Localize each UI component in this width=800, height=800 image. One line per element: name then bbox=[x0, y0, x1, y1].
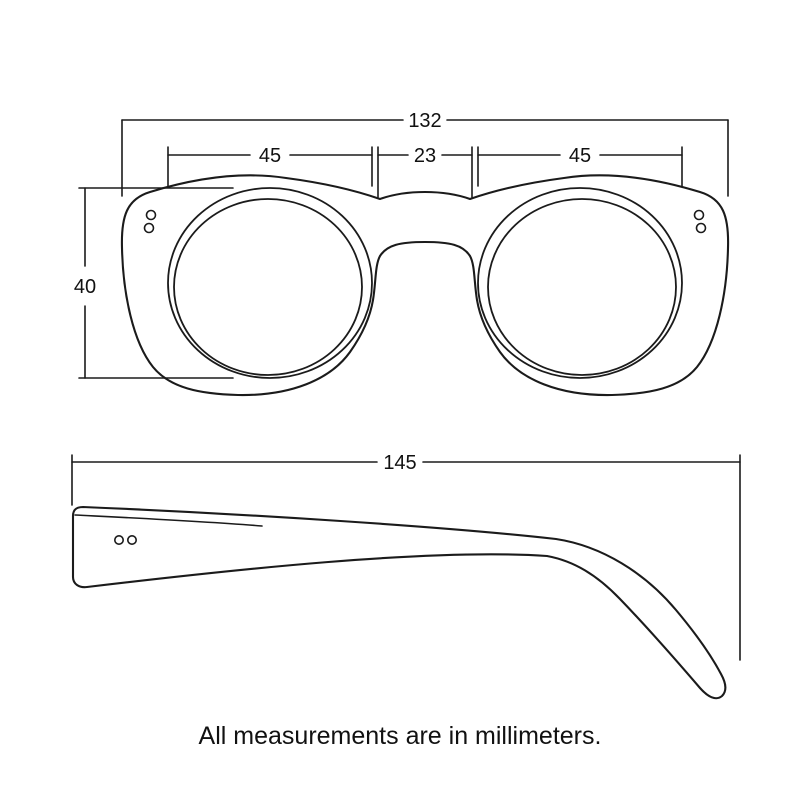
dim-total-width: 132 bbox=[121, 110, 729, 197]
left-rivet-dot-bottom bbox=[143, 222, 155, 234]
dim-bridge-label: 23 bbox=[414, 145, 436, 167]
right-rivet-dot-top bbox=[693, 209, 705, 221]
front-view: 132 45 23 bbox=[74, 110, 730, 397]
temple-bevel-line bbox=[74, 514, 263, 527]
right-rivet-dot-bottom bbox=[695, 222, 707, 234]
left-lens-inner-line bbox=[173, 198, 363, 376]
temple-screw-hole-right bbox=[127, 534, 138, 545]
dim-lens-left-label: 45 bbox=[259, 145, 281, 167]
dim-lens-right-label: 45 bbox=[569, 145, 591, 167]
right-lens-rim bbox=[477, 187, 683, 379]
side-view: 145 bbox=[71, 452, 741, 700]
dim-total-width-label: 132 bbox=[408, 110, 441, 132]
dim-lens-height-label: 40 bbox=[74, 276, 96, 298]
temple-outline bbox=[71, 505, 727, 700]
caption: All measurements are in millimeters. bbox=[199, 722, 602, 750]
dim-temple-length: 145 bbox=[71, 452, 741, 661]
dim-lens-width-left: 45 bbox=[167, 145, 373, 187]
right-lens-inner-line bbox=[487, 198, 677, 376]
dim-bridge-width: 23 bbox=[377, 145, 473, 198]
left-rivet-dot-top bbox=[145, 209, 157, 221]
frame-outline bbox=[120, 174, 730, 397]
dim-lens-width-right: 45 bbox=[477, 145, 683, 187]
dim-lens-height: 40 bbox=[74, 187, 234, 379]
temple-screw-hole-left bbox=[114, 534, 125, 545]
dim-temple-label: 145 bbox=[383, 452, 416, 474]
left-lens-rim bbox=[167, 187, 373, 379]
